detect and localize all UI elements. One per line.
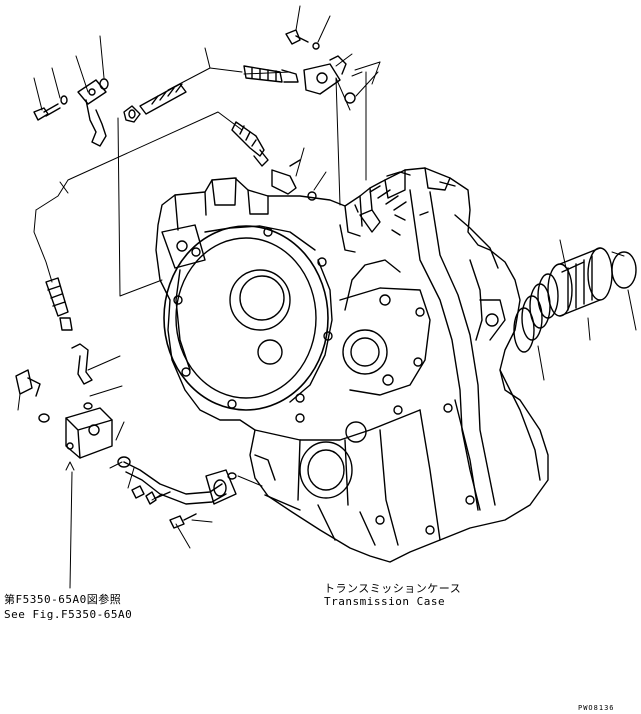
case-label-english: Transmission Case — [324, 595, 446, 608]
transmission-case-body — [156, 168, 548, 562]
left-lower-fittings — [16, 278, 130, 467]
case-label-japanese: トランスミッションケース — [324, 582, 462, 595]
callout-leaders — [18, 6, 636, 588]
top-left-hose-fittings — [34, 66, 298, 166]
right-filter-assembly — [514, 248, 636, 352]
drawing-code: PWO8136 — [578, 704, 615, 712]
top-center-fittings — [272, 30, 355, 200]
reference-label-japanese: 第F5350-65A0図参照 — [4, 593, 122, 606]
reference-label-english: See Fig.F5350-65A0 — [4, 608, 133, 621]
bottom-tube-assembly — [124, 462, 236, 528]
